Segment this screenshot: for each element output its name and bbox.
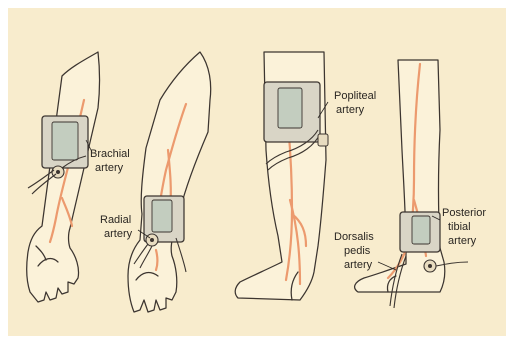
brachial-artery-label-line1: Brachial bbox=[90, 148, 130, 160]
dorsalis-pedis-artery-label-line1: Dorsalis bbox=[334, 231, 374, 243]
radial-artery-label-line2: artery bbox=[104, 228, 133, 240]
dorsalis-pedis-artery-label-line3: artery bbox=[344, 259, 373, 271]
stethoscope-bell-popliteal bbox=[318, 134, 328, 146]
brachial-artery-label-line2: artery bbox=[95, 162, 124, 174]
posterior-tibial-artery-label-line3: artery bbox=[448, 235, 477, 247]
popliteal-cuff-bladder bbox=[278, 88, 302, 128]
brachial-cuff-bladder bbox=[52, 122, 78, 160]
posterior-tibial-artery-label-line2: tibial bbox=[448, 221, 471, 233]
radial-artery-label-line1: Radial bbox=[100, 214, 131, 226]
posterior-tibial-artery-label-line1: Posterior bbox=[442, 207, 486, 219]
dorsalis-pedis-artery-label-line2: pedis bbox=[344, 245, 371, 257]
radial-cuff-bladder bbox=[152, 200, 172, 232]
ankle-cuff-bladder bbox=[412, 216, 430, 244]
popliteal-artery-label-line1: Popliteal bbox=[334, 90, 376, 102]
popliteal-artery-label-line2: artery bbox=[336, 104, 365, 116]
